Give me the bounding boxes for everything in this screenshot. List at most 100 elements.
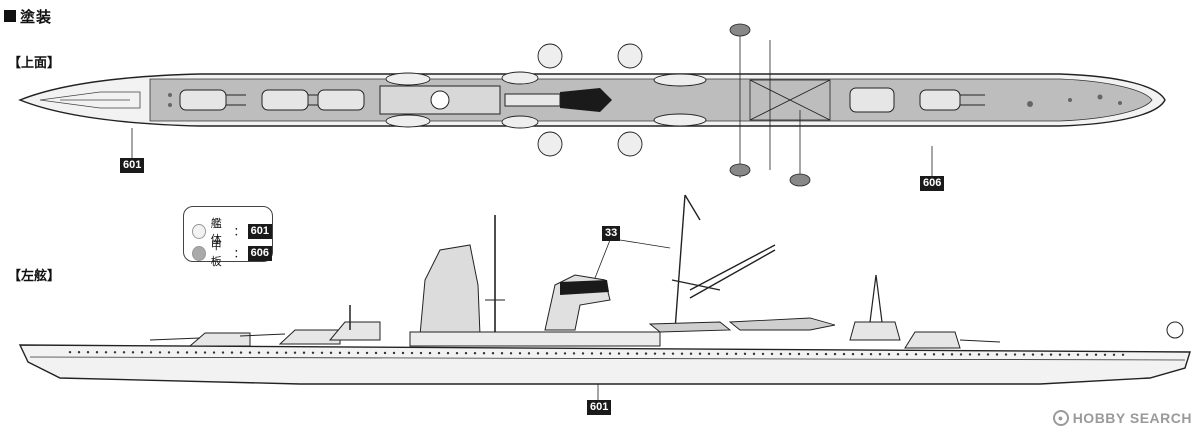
porthole [455,351,459,355]
porthole [167,351,171,354]
porthole [698,352,702,355]
porthole [428,351,432,355]
watermark-text: HOBBY SEARCH [1072,410,1192,426]
porthole [977,353,981,356]
porthole [194,351,198,354]
porthole [1094,353,1098,356]
porthole [914,353,918,356]
porthole [293,351,297,354]
porthole [122,351,126,354]
top-turrets-aft [849,87,985,113]
porthole [239,351,243,354]
porthole [923,353,927,356]
porthole [212,351,216,354]
porthole [869,352,873,356]
side-turrets-forward [149,321,381,347]
hobby-search-logo-icon: ● [1052,410,1069,426]
porthole [401,351,405,355]
porthole [815,352,819,356]
porthole [617,352,621,355]
porthole [482,352,486,355]
porthole [1085,353,1089,356]
porthole [149,351,153,354]
porthole [338,351,342,355]
porthole [770,352,774,356]
porthole [158,351,162,354]
porthole [311,351,315,354]
porthole [374,351,378,355]
porthole [653,352,657,355]
top-funnel [560,88,612,112]
porthole [95,351,99,354]
porthole [1022,353,1026,356]
porthole [104,351,108,354]
porthole [320,351,324,355]
porthole [941,353,945,356]
porthole [1121,353,1125,357]
porthole [824,352,828,356]
porthole [635,352,639,355]
porthole [878,353,882,356]
porthole [275,351,279,354]
side-portholes [68,350,1125,357]
side-aircraft [648,317,836,333]
legend-colon: ： [233,247,245,260]
porthole [491,352,495,355]
porthole [986,353,990,356]
porthole [176,351,180,354]
porthole [905,353,909,356]
porthole [545,352,549,355]
porthole [887,353,891,356]
porthole [788,352,792,356]
callout-top-deck: 606 [920,176,945,191]
porthole [446,351,450,355]
porthole [392,351,396,355]
porthole [563,352,567,355]
porthole [680,352,684,355]
porthole [527,352,531,355]
porthole [662,352,666,355]
legend-row-hull: 艦体 ： 601 [192,215,272,247]
porthole [932,353,936,356]
top-turrets-forward [179,89,365,111]
top-view-ship [18,23,1166,187]
title-square-icon [4,10,16,22]
legend-swatch-deck [192,245,206,261]
porthole [536,352,540,355]
legend-code-deck: 606 [247,245,272,261]
porthole [230,351,234,354]
porthole [86,351,90,354]
section-title: 塗装 [4,4,52,28]
porthole [842,352,846,356]
porthole [68,350,72,354]
porthole [464,351,468,355]
porthole [644,352,648,355]
porthole [734,352,738,356]
porthole [851,352,855,356]
side-aft-mast [869,274,883,323]
porthole [671,352,675,355]
legend-swatch-hull [192,223,206,239]
porthole [761,352,765,356]
porthole [581,352,585,355]
porthole [1067,353,1071,356]
porthole [689,352,693,355]
side-view-label: 【左舷】 [8,269,61,284]
callout-side-hull: 601 [587,400,612,415]
porthole [509,352,513,355]
callout-side-funnel: 33 [602,226,621,241]
porthole [968,353,972,356]
legend-code-hull: 601 [247,223,272,239]
porthole [752,352,756,356]
side-turrets-aft [849,321,1001,349]
porthole [995,353,999,356]
porthole [257,351,261,354]
porthole [626,352,630,355]
porthole [725,352,729,356]
porthole [716,352,720,355]
top-bow-detail [39,91,141,109]
top-aircraft-deck [729,23,831,187]
porthole [437,351,441,355]
porthole [203,351,207,354]
porthole [833,352,837,356]
